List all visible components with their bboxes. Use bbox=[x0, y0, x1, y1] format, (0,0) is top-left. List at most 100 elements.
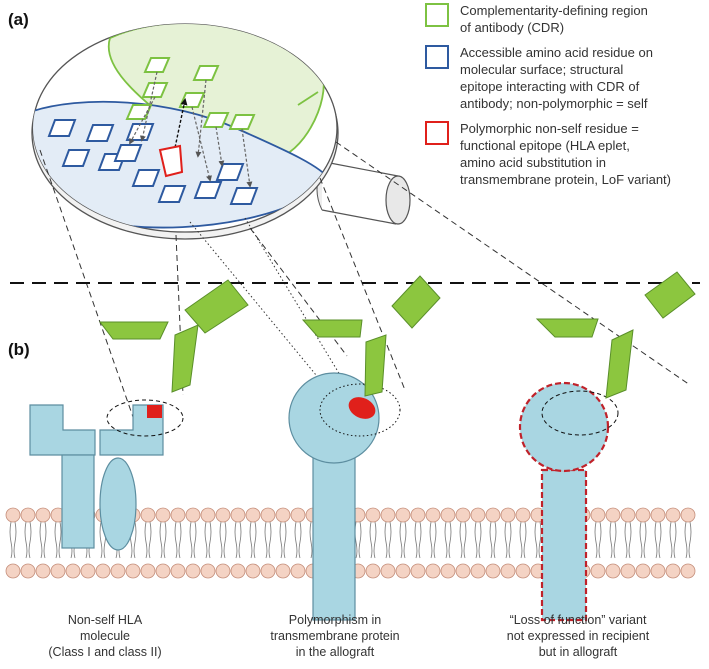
lipid-head bbox=[200, 507, 216, 523]
legend-line: antibody; non-polymorphic = self bbox=[460, 96, 648, 111]
legend-line: epitope interacting with CDR of bbox=[460, 79, 640, 94]
lipid-head bbox=[410, 507, 426, 523]
lipid-head bbox=[215, 507, 231, 523]
lipid-head bbox=[395, 507, 411, 523]
lipid-head bbox=[485, 563, 501, 579]
caption-line: transmembrane protein bbox=[270, 629, 400, 643]
interaction-arrow bbox=[195, 79, 207, 158]
lipid-head bbox=[140, 507, 156, 523]
lipid-head bbox=[455, 563, 471, 579]
legend-entry-epitope: Accessible amino acid residue on molecul… bbox=[460, 44, 653, 112]
legend-line: Accessible amino acid residue on bbox=[460, 45, 653, 60]
lipid-head bbox=[260, 507, 276, 523]
lipid-head bbox=[605, 563, 621, 579]
legend-line: transmembrane protein, LoF variant) bbox=[460, 172, 671, 187]
lipid-head bbox=[65, 563, 81, 579]
magnifier bbox=[31, 23, 411, 240]
lipid-head bbox=[650, 563, 666, 579]
hla-molecule bbox=[29, 399, 184, 551]
epitope-square bbox=[193, 181, 223, 199]
epitope-square bbox=[85, 124, 115, 142]
cdr-square bbox=[141, 82, 169, 98]
polymorphic-residue bbox=[158, 144, 184, 178]
lipid-head bbox=[470, 563, 486, 579]
epitope-square bbox=[113, 144, 143, 162]
cdr-square bbox=[202, 112, 230, 128]
lipid-head bbox=[35, 563, 51, 579]
epitope-square bbox=[61, 149, 91, 167]
lipid-head bbox=[440, 507, 456, 523]
cdr-square-group bbox=[125, 57, 256, 130]
lipid-head bbox=[170, 563, 186, 579]
lipid-head bbox=[620, 563, 636, 579]
caption-line: (Class I and class II) bbox=[48, 645, 162, 659]
caption-line: not expressed in recipient bbox=[506, 629, 650, 643]
lipid-head bbox=[170, 507, 186, 523]
caption-line: in the allograft bbox=[295, 645, 375, 659]
legend-entry-cdr: Complementarity-defining region of antib… bbox=[460, 2, 648, 36]
legend-icons bbox=[425, 3, 449, 145]
lipid-head bbox=[35, 507, 51, 523]
hla-eplet bbox=[147, 405, 162, 418]
lipid-head bbox=[665, 507, 681, 523]
caption-polymorphism: Polymorphism in transmembrane protein in… bbox=[245, 612, 425, 660]
lipid-head bbox=[365, 563, 381, 579]
legend-line: of antibody (CDR) bbox=[460, 20, 565, 35]
epitope-square bbox=[125, 123, 155, 141]
epitope-square-group bbox=[47, 119, 259, 205]
lipid-head bbox=[500, 507, 516, 523]
interaction-arrow bbox=[139, 71, 158, 142]
lipid-head bbox=[485, 507, 501, 523]
epitope-square bbox=[215, 163, 245, 181]
interaction-arrow bbox=[215, 126, 225, 167]
panel-a-label: (a) bbox=[8, 10, 29, 29]
epitope-square bbox=[157, 185, 187, 203]
lipid-head bbox=[230, 507, 246, 523]
legend-line: Polymorphic non-self residue = bbox=[460, 121, 639, 136]
lipid-head bbox=[20, 507, 36, 523]
caption-line: “Loss of function” variant bbox=[509, 613, 647, 627]
interaction-arrow bbox=[191, 106, 212, 182]
green-square-icon bbox=[425, 3, 449, 27]
epitope-square bbox=[47, 119, 77, 137]
red-square-icon bbox=[425, 121, 449, 145]
legend-entry-polymorphic: Polymorphic non-self residue = functiona… bbox=[460, 120, 671, 188]
lipid-head bbox=[260, 563, 276, 579]
lipid-head bbox=[215, 563, 231, 579]
lof-variant-protein bbox=[518, 381, 619, 622]
antibody-right bbox=[535, 271, 696, 399]
lipid-head bbox=[140, 563, 156, 579]
legend-line: functional epitope (HLA eplet, bbox=[460, 138, 630, 153]
lipid-head bbox=[620, 507, 636, 523]
legend-line: molecular surface; structural bbox=[460, 62, 624, 77]
lipid-head bbox=[590, 507, 606, 523]
lipid-head bbox=[155, 563, 171, 579]
caption-line: but in allograft bbox=[538, 645, 618, 659]
lipid-head bbox=[110, 563, 126, 579]
lipid-head bbox=[185, 507, 201, 523]
lipid-head bbox=[365, 507, 381, 523]
lipid-head bbox=[635, 563, 651, 579]
lipid-head bbox=[515, 507, 531, 523]
caption-line: Non-self HLA bbox=[67, 613, 143, 627]
antibody-left bbox=[98, 279, 249, 393]
lipid-head bbox=[410, 563, 426, 579]
lipid-head bbox=[470, 507, 486, 523]
caption-line: Polymorphism in bbox=[288, 613, 382, 627]
lipid-head bbox=[5, 507, 21, 523]
epitope-square bbox=[229, 187, 259, 205]
lipid-head bbox=[455, 507, 471, 523]
lipid-head bbox=[425, 563, 441, 579]
lipid-head bbox=[500, 563, 516, 579]
interaction-arrow bbox=[129, 96, 156, 145]
lipid-head bbox=[680, 563, 696, 579]
legend-line: Complementarity-defining region bbox=[460, 3, 648, 18]
lipid-head bbox=[380, 563, 396, 579]
cdr-square bbox=[228, 114, 256, 130]
lipid-head bbox=[50, 563, 66, 579]
lipid-head bbox=[425, 507, 441, 523]
epitope-square bbox=[131, 169, 161, 187]
lipid-head bbox=[290, 563, 306, 579]
lipid-head bbox=[380, 507, 396, 523]
